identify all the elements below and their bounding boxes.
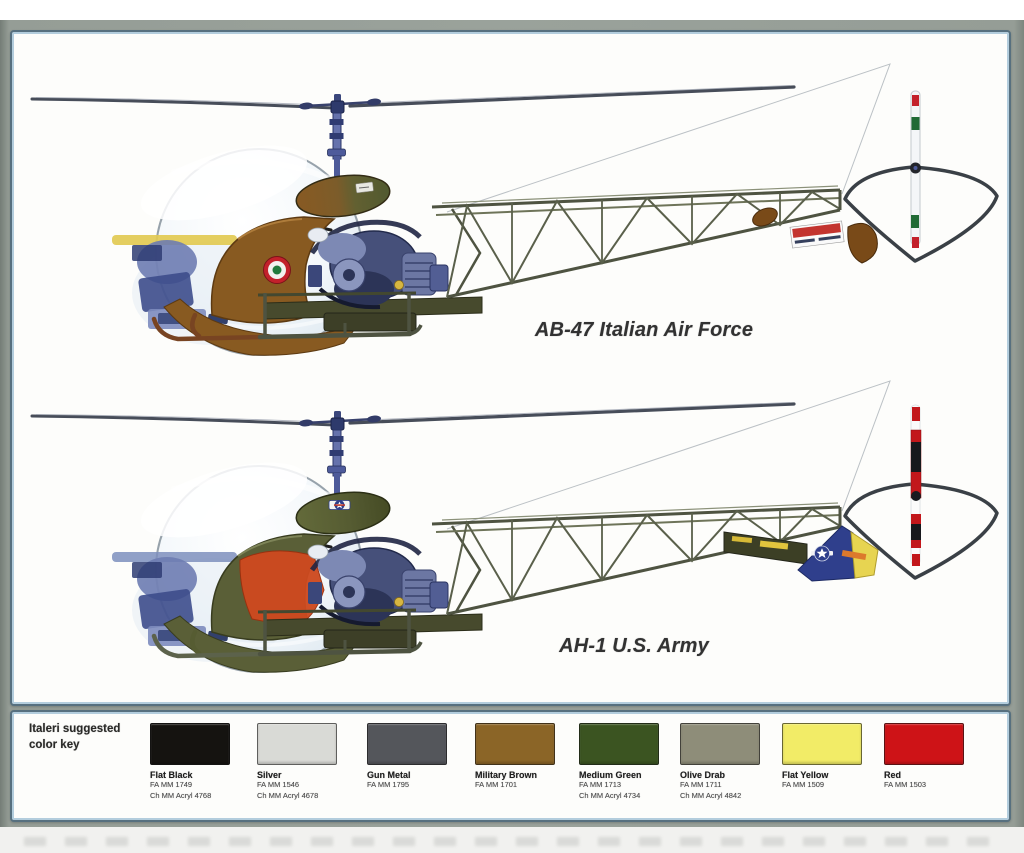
warning-sticker <box>789 220 845 249</box>
tail-fin <box>847 222 878 264</box>
paint-ref: FA MM 1509 <box>782 780 825 789</box>
cockpit-interior <box>112 226 333 331</box>
page-bottom-margin <box>0 827 1024 853</box>
swatch-col-military-brown: Military Brown FA MM 1701 <box>475 723 561 791</box>
swatch-col-flat-yellow: Flat Yellow FA MM 1509 <box>782 723 868 791</box>
paint-ref: Ch MM Acryl 4768 <box>150 790 212 800</box>
color-key-panel: Italeri suggested color key Flat Black F… <box>10 710 1011 822</box>
paint-ref: FA MM 1546 <box>257 780 300 789</box>
swatch-medium-green <box>579 723 659 765</box>
cockpit-frame <box>163 533 360 673</box>
swatch-name: Flat Yellow <box>782 770 829 780</box>
helicopter-ah1-illustration <box>30 380 999 704</box>
swatch-col-red: Red FA MM 1503 <box>884 723 970 791</box>
swatch-name: Silver <box>257 770 282 780</box>
paint-ref: FA MM 1795 <box>367 780 410 789</box>
paint-ref: Ch MM Acryl 4734 <box>579 790 641 800</box>
swatch-col-gun-metal: Gun Metal FA MM 1795 <box>367 723 453 791</box>
color-key-title-line2: color key <box>29 738 80 751</box>
tail-rotor-us <box>910 404 922 566</box>
paint-ref: FA MM 1749 <box>150 780 193 789</box>
swatch-flat-yellow <box>782 723 862 765</box>
main-rotor <box>30 83 796 188</box>
us-star-insignia <box>811 545 833 562</box>
color-key-title: Italeri suggested color key <box>29 722 149 753</box>
swatch-gun-metal <box>367 723 447 765</box>
main-rotor <box>30 400 796 505</box>
helicopter-ab47-illustration <box>30 63 999 387</box>
paint-ref: FA MM 1711 <box>680 780 722 789</box>
swatch-name: Olive Drab <box>680 770 726 780</box>
tail-rotor-italian <box>910 90 921 248</box>
swatch-name: Medium Green <box>579 770 642 780</box>
swatch-flat-black <box>150 723 230 765</box>
caption-ab47: AB-47 Italian Air Force <box>534 319 754 341</box>
artwork-panel: AB-47 Italian Air Force AH-1 U.S. Army <box>10 30 1011 706</box>
swatch-col-silver: Silver FA MM 1546 Ch MM Acryl 4678 <box>257 723 343 802</box>
boom-fairing <box>752 207 778 227</box>
caption-ah1: AH-1 U.S. Army <box>559 635 709 657</box>
paint-ref: FA MM 1503 <box>884 780 927 789</box>
swatch-col-olive-drab: Olive Drab FA MM 1711 Ch MM Acryl 4842 <box>680 723 766 802</box>
paint-ref: Ch MM Acryl 4842 <box>680 790 742 800</box>
cockpit-interior <box>112 543 333 648</box>
paint-ref: Ch MM Acryl 4678 <box>257 790 319 800</box>
landing-skids <box>151 291 423 342</box>
print-bleed-ghosting <box>24 837 1000 846</box>
swatch-col-medium-green: Medium Green FA MM 1713 Ch MM Acryl 4734 <box>579 723 665 802</box>
paint-ref: FA MM 1713 <box>579 780 622 789</box>
swatch-olive-drab <box>680 723 760 765</box>
swatch-col-flat-black: Flat Black FA MM 1749 Ch MM Acryl 4768 <box>150 723 236 802</box>
fuel-tank <box>295 491 391 535</box>
swatch-name: Flat Black <box>150 770 193 780</box>
swatch-name: Military Brown <box>475 770 538 780</box>
italian-roundel <box>263 256 291 284</box>
paint-ref: FA MM 1701 <box>475 780 518 789</box>
fuel-tank <box>295 174 391 218</box>
tail-boom-truss <box>430 184 842 299</box>
swatch-military-brown <box>475 723 555 765</box>
swatch-name: Red <box>884 770 902 780</box>
swatch-silver <box>257 723 337 765</box>
landing-skids <box>151 608 423 659</box>
tail-fin <box>797 525 879 582</box>
swatch-name: Gun Metal <box>367 770 411 780</box>
swatch-red <box>884 723 964 765</box>
color-key-title-line1: Italeri suggested <box>29 723 121 735</box>
